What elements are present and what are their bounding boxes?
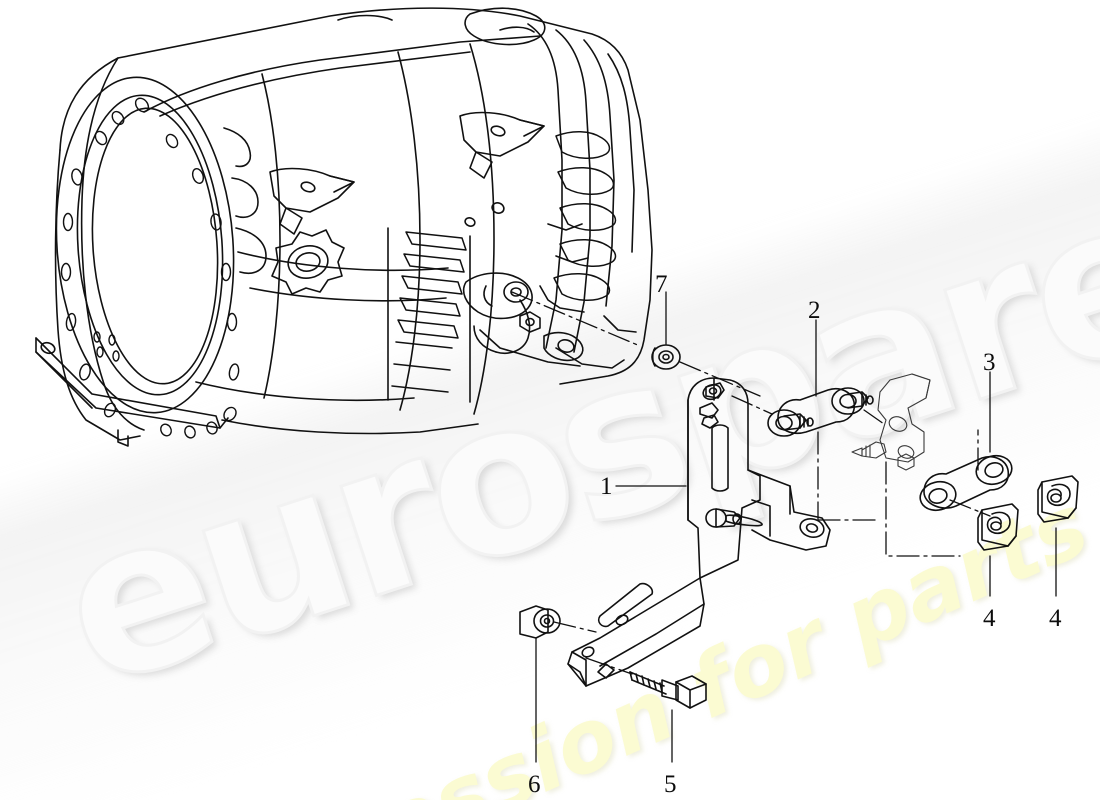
leader-lines (511, 291, 1057, 763)
callout-3: 3 (983, 349, 996, 376)
callout-1: 1 (600, 473, 613, 500)
part-5-hex-flange-bolt (629, 671, 707, 709)
callout-2: 2 (808, 297, 821, 324)
part-4-retaining-clip-right (1037, 475, 1079, 523)
case-boss-mid (269, 167, 355, 235)
callout-7: 7 (655, 271, 668, 298)
part-7-bushing (651, 344, 681, 370)
part-2-connecting-link (767, 387, 874, 437)
part-4-retaining-clip-left (977, 503, 1019, 551)
callout-6: 6 (528, 771, 541, 798)
case-boss-upper (459, 111, 545, 179)
callout-4-left: 4 (983, 605, 996, 632)
part-1-selector-bracket (567, 377, 831, 687)
part-6-spacer-bush (519, 605, 561, 639)
case-clip-boss (271, 229, 345, 295)
transmission-housing (35, 7, 653, 447)
callout-5: 5 (664, 771, 677, 798)
callout-4-right: 4 (1049, 605, 1062, 632)
part-3-selector-link (919, 454, 1013, 512)
selector-lever-ghost (851, 373, 931, 471)
selector-shaft-area (462, 223, 589, 367)
